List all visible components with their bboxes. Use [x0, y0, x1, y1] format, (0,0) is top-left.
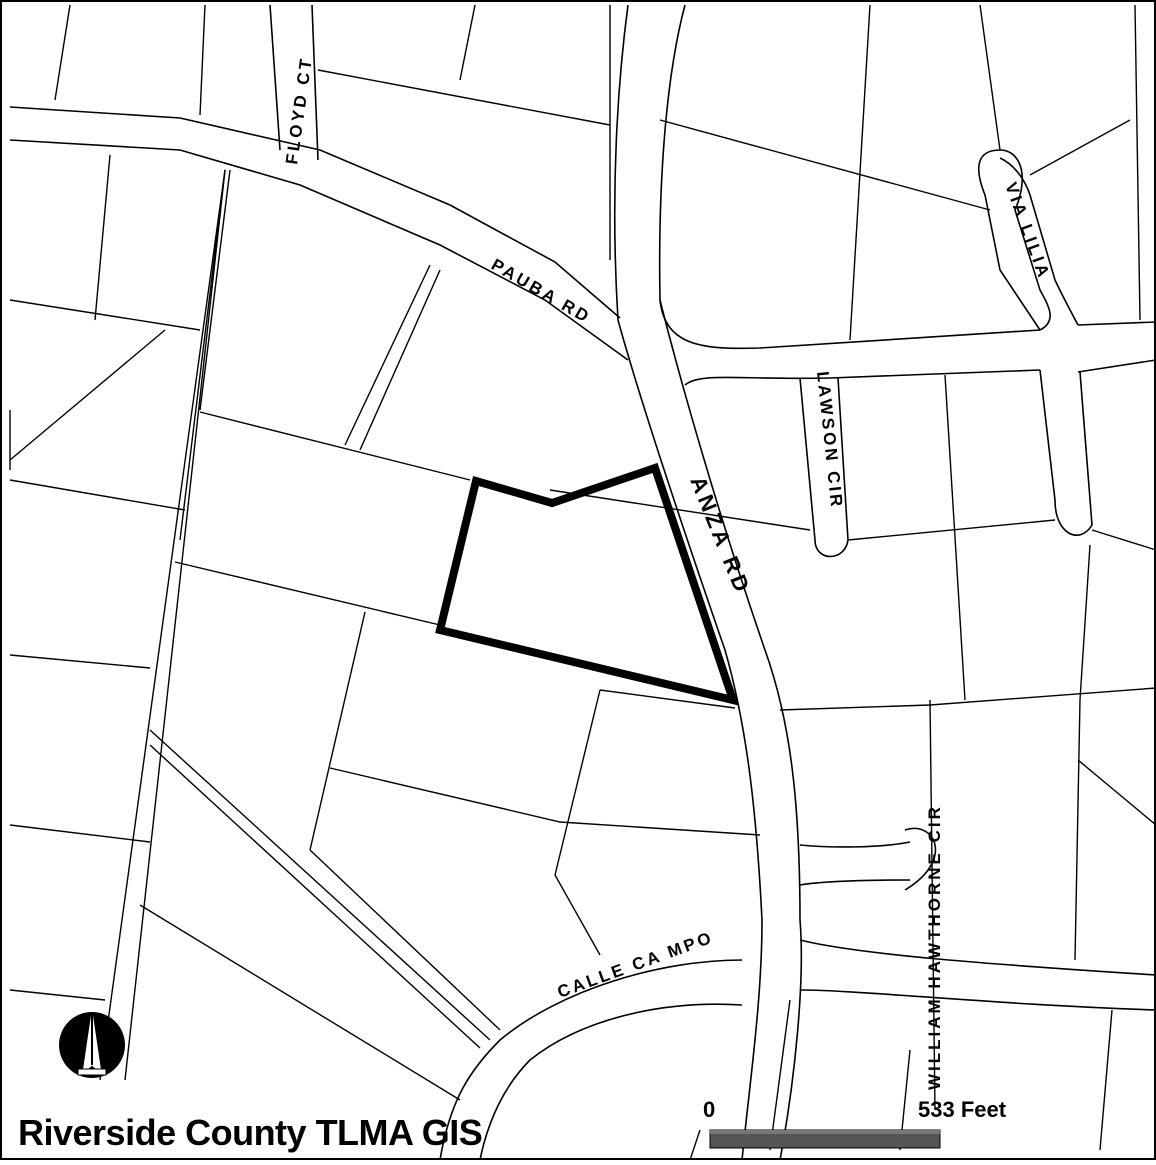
highlighted-parcel[interactable]	[435, 462, 740, 706]
road-edges	[9, 4, 1156, 1161]
map-title: Riverside County TLMA GIS	[18, 1112, 482, 1153]
scale-bar-start-label: 0	[703, 1097, 715, 1122]
road-label-william-hawthorne-cir: WILLIAM HAWTHORNE CIR	[925, 804, 944, 1090]
scale-bar-end-label: 533 Feet	[918, 1097, 1007, 1122]
parcel-lines	[9, 4, 1156, 1161]
north-arrow-icon	[59, 1011, 125, 1078]
scale-bar	[709, 1129, 941, 1149]
